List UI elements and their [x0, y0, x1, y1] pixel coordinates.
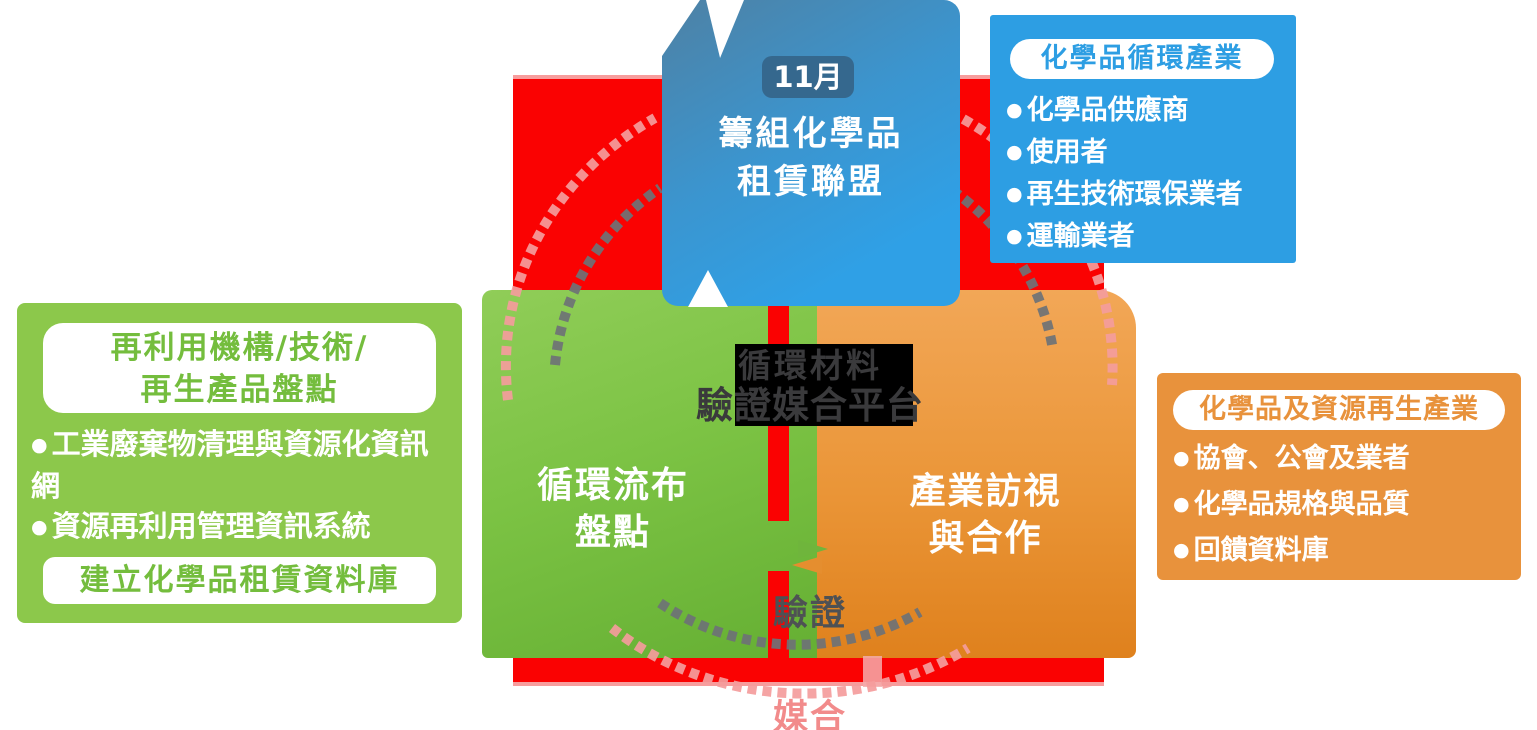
leasing-database-label: 建立化學品租賃資料庫: [43, 557, 436, 604]
reuse-inventory-box: 再利用機構/技術/ 再生產品盤點 工業廢棄物清理與資源化資訊網 資源再利用管理資…: [17, 303, 462, 623]
match-flow-marker: [863, 656, 882, 687]
list-item: 協會、公會及業者: [1173, 437, 1410, 483]
alliance-bubble: 11月 籌組化學品 租賃聯盟: [662, 0, 960, 306]
chemical-cycle-industry-list: 化學品供應商 使用者 再生技術環保業者 運輸業者: [1006, 91, 1243, 259]
list-item: 工業廢棄物清理與資源化資訊網: [31, 425, 445, 505]
list-item: 化學品規格與品質: [1173, 483, 1410, 529]
panel-industry-visit-label: 產業訪視 與合作: [909, 471, 1062, 559]
alliance-bubble-line1: 籌組化學品: [718, 114, 904, 154]
platform-title-background: [735, 344, 913, 426]
match-label: 媒合: [772, 698, 847, 730]
list-item: 資源再利用管理資訊系統: [31, 507, 445, 549]
panel-circular-flow-label: 循環流布 盤點: [536, 465, 689, 553]
reuse-inventory-list: 工業廢棄物清理與資源化資訊網 資源再利用管理資訊系統: [31, 425, 445, 551]
resource-regeneration-industry-title: 化學品及資源再生產業: [1173, 390, 1505, 430]
chemical-cycle-industry-box: 化學品循環產業 化學品供應商 使用者 再生技術環保業者 運輸業者: [990, 15, 1296, 263]
chemical-cycle-industry-title: 化學品循環產業: [1010, 39, 1274, 79]
list-item: 回饋資料庫: [1173, 529, 1410, 575]
platform-title: 循環材料 驗證媒合平台: [660, 346, 960, 427]
resource-regeneration-industry-box: 化學品及資源再生產業 協會、公會及業者 化學品規格與品質 回饋資料庫: [1157, 373, 1521, 580]
list-item: 使用者: [1006, 133, 1243, 175]
platform-title-line2: 驗證媒合平台: [696, 384, 924, 427]
list-item: 化學品供應商: [1006, 91, 1243, 133]
list-item: 再生技術環保業者: [1006, 175, 1243, 217]
reuse-inventory-title: 再利用機構/技術/ 再生產品盤點: [43, 323, 436, 413]
month-badge: 11月: [762, 56, 854, 98]
backdrop-bottom-edge: [513, 682, 1104, 686]
platform-title-line1: 循環材料: [738, 346, 882, 385]
resource-regeneration-industry-list: 協會、公會及業者 化學品規格與品質 回饋資料庫: [1173, 437, 1410, 575]
list-item: 運輸業者: [1006, 217, 1243, 259]
verify-label: 驗證: [772, 594, 847, 634]
alliance-bubble-line2: 租賃聯盟: [737, 162, 885, 202]
